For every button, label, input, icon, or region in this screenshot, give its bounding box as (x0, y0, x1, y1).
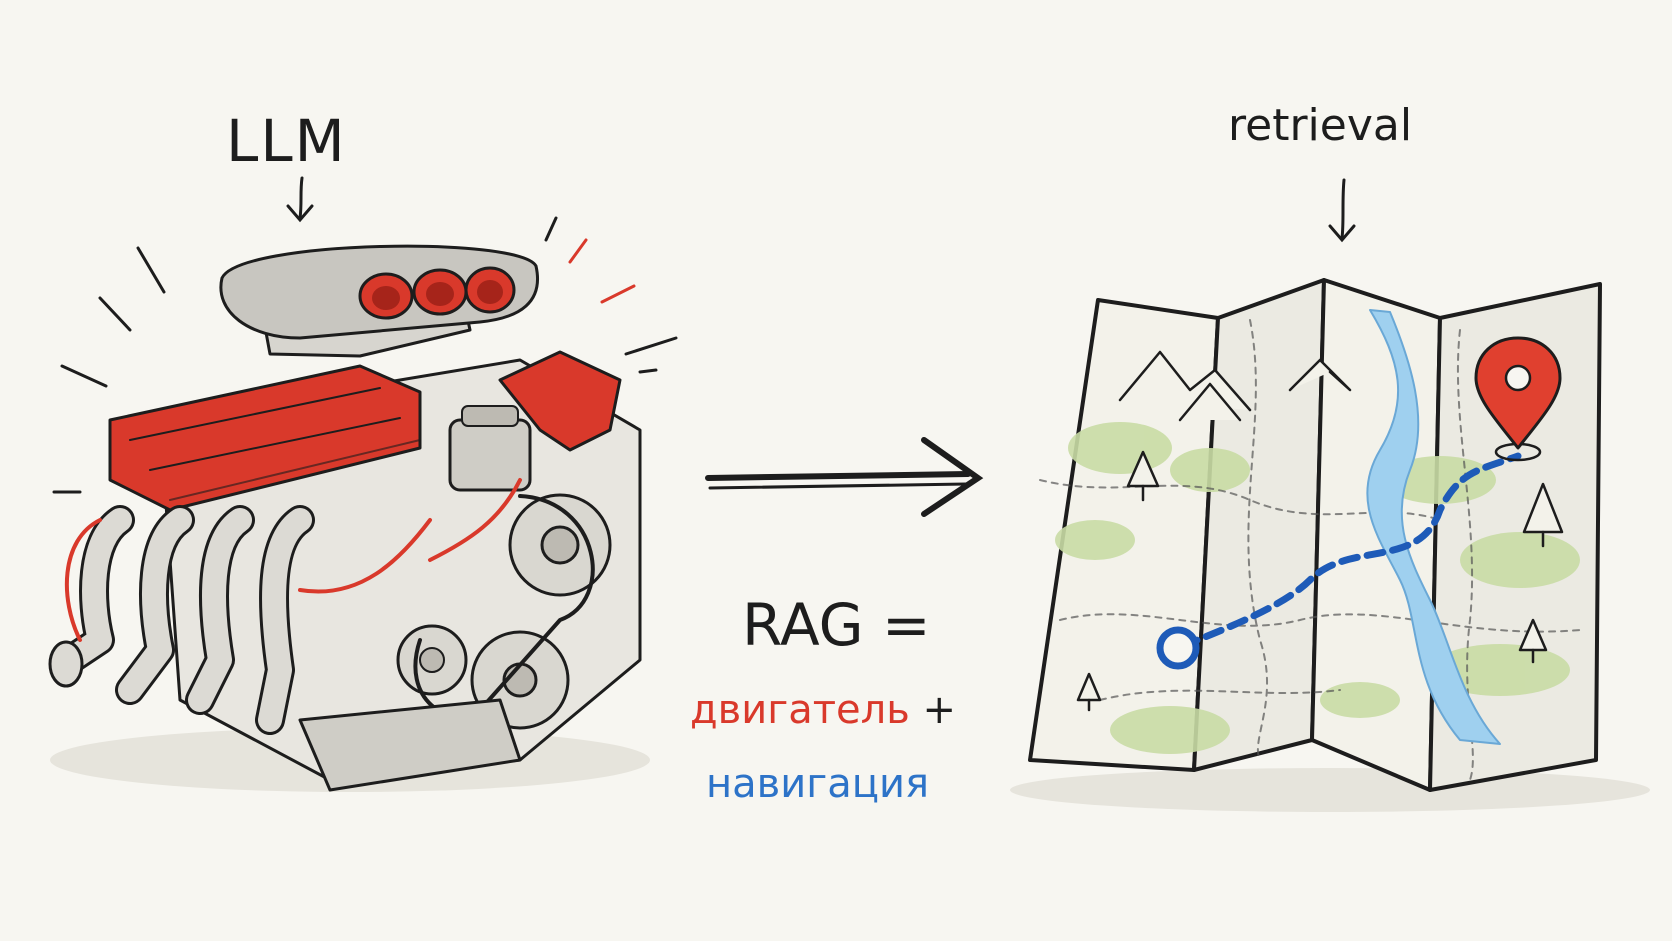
retrieval-arrow (1328, 178, 1356, 243)
tree-icon (1076, 450, 1564, 712)
map-illustration (1010, 278, 1650, 812)
plus-sign: + (922, 687, 957, 733)
route-path (1178, 452, 1522, 650)
mountain-icon (1118, 350, 1352, 422)
main-arrow (705, 437, 984, 517)
engine-term: двигатель + (690, 690, 956, 730)
engine-word: двигатель (690, 687, 910, 733)
llm-label: LLM (226, 107, 347, 175)
llm-arrow (286, 176, 314, 223)
navigation-word: навигация (706, 761, 930, 807)
motion-lines (52, 216, 678, 494)
engine-illustration (48, 216, 678, 792)
location-pin-icon (1474, 336, 1562, 462)
retrieval-label: retrieval (1228, 100, 1413, 151)
start-point-icon (1156, 626, 1200, 670)
exhaust-headers (55, 505, 315, 735)
rag-equation-label: RAG = (742, 591, 931, 659)
